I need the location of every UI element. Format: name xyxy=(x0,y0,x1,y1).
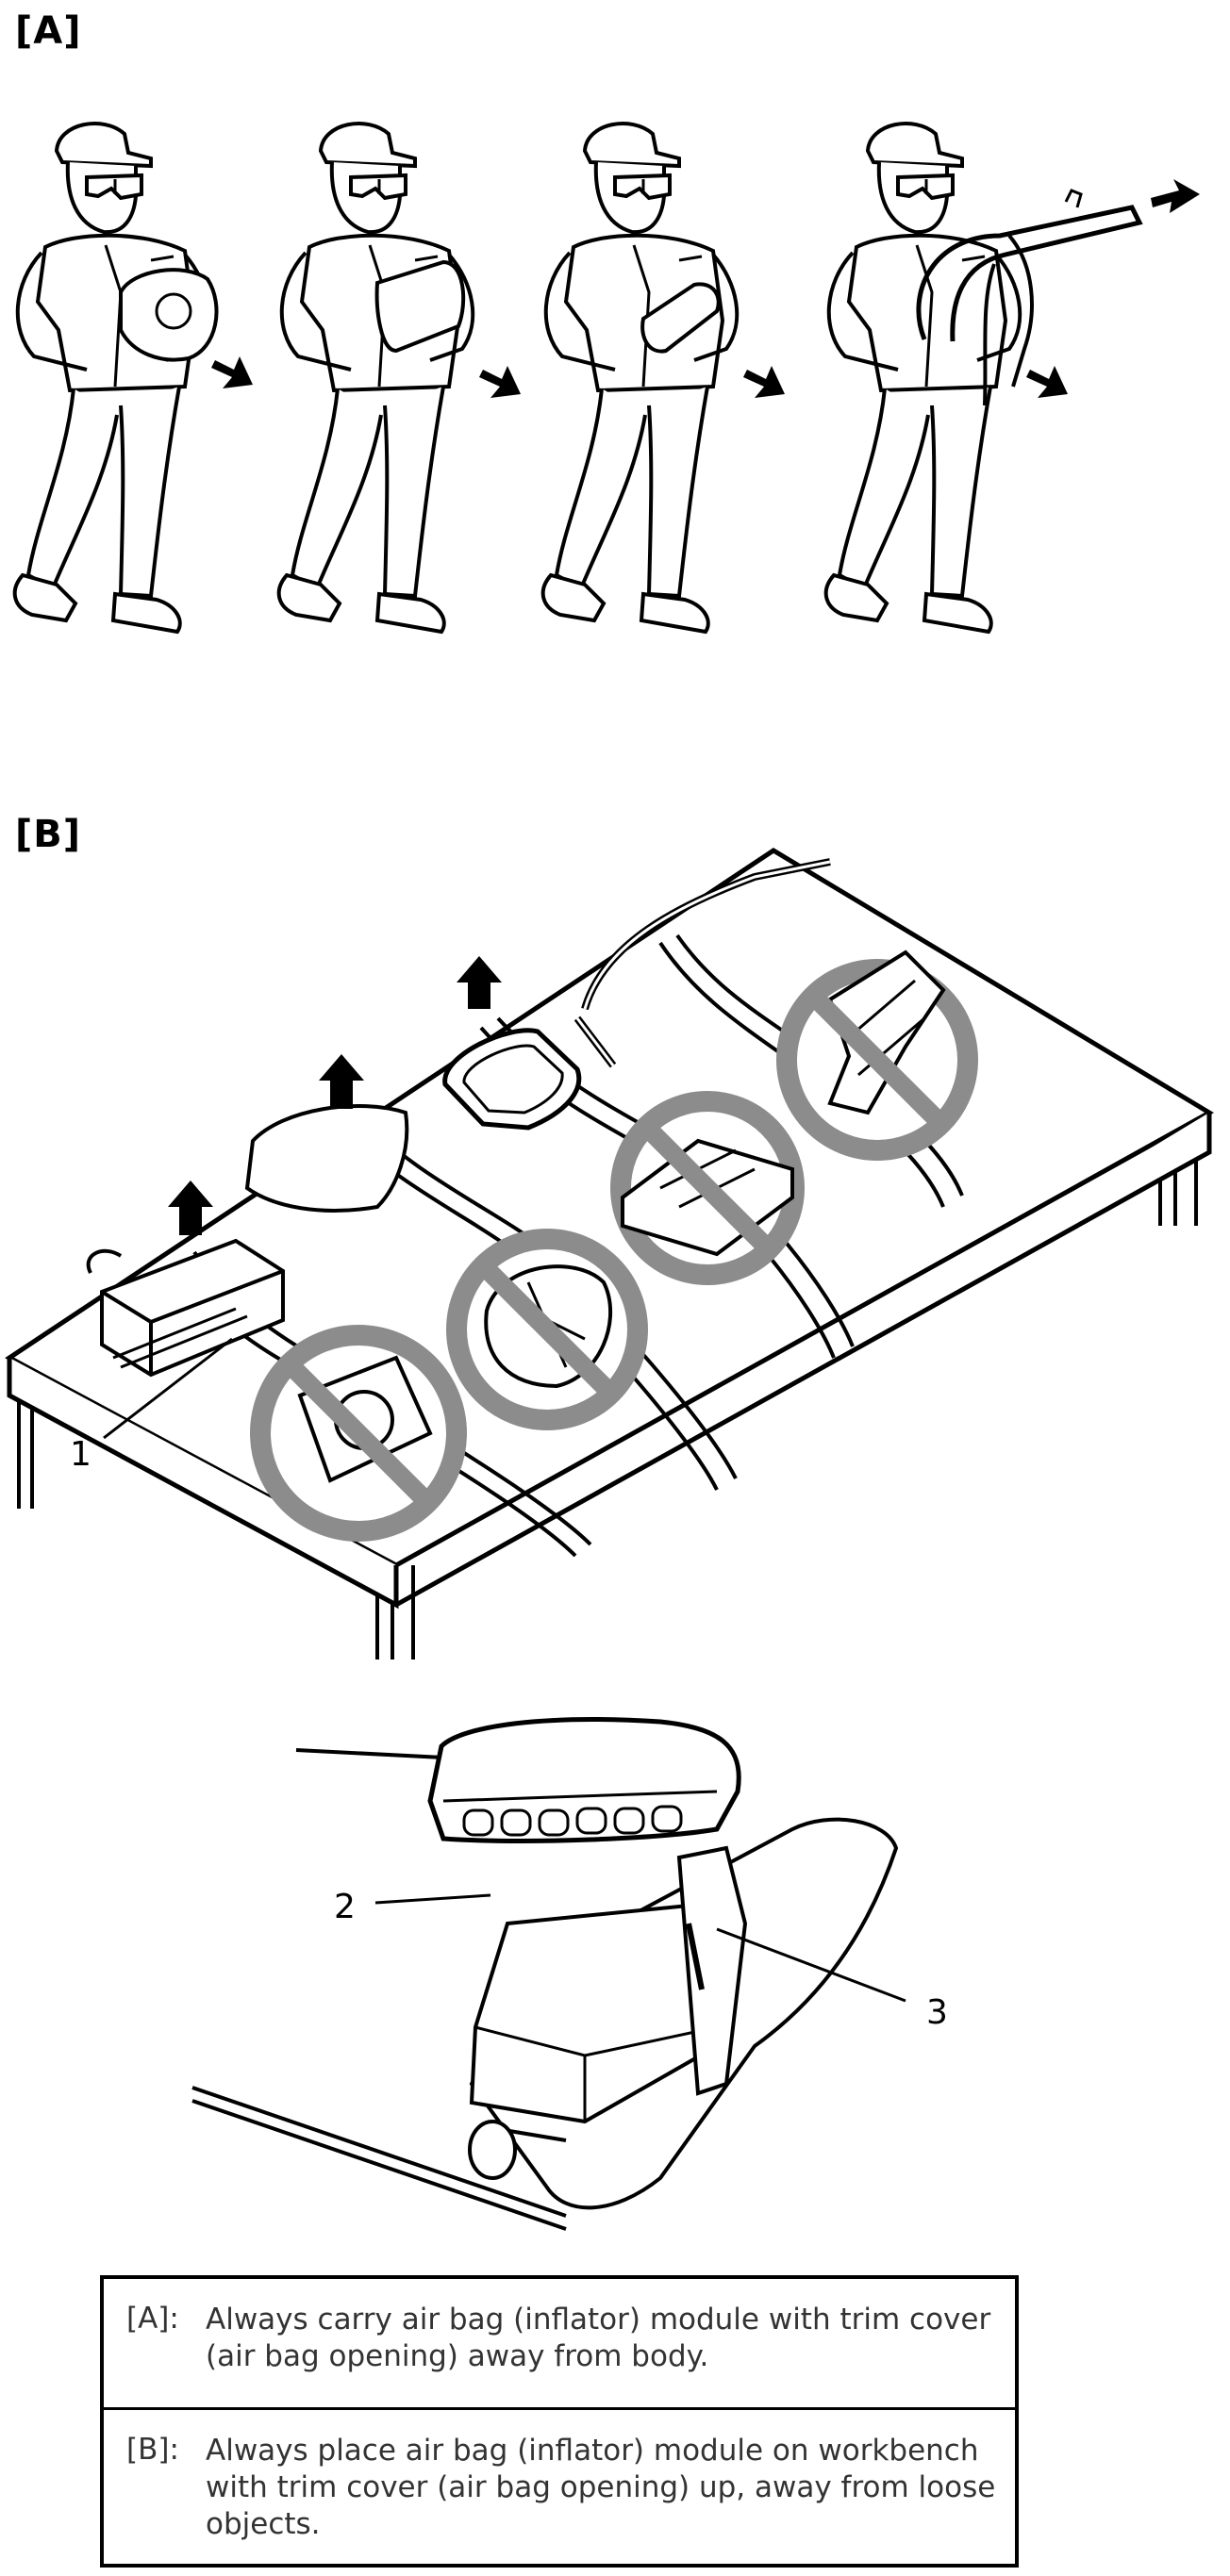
callout-2: 2 xyxy=(334,1888,356,1926)
legend-text: Always carry air bag (inflator) module w… xyxy=(206,2303,991,2373)
callout-2-leader xyxy=(374,1893,491,1905)
legend-row: [A]: Always carry air bag (inflator) mod… xyxy=(104,2279,1015,2410)
callout-1: 1 xyxy=(70,1435,91,1474)
legend-key: [B]: xyxy=(126,2433,179,2467)
prohibited-placement-4 xyxy=(776,949,978,1161)
carry-illustration xyxy=(12,121,1200,635)
workbench-illustration xyxy=(5,848,1214,1660)
prohibited-placement-1 xyxy=(250,1325,467,1542)
prohibited-placement-3 xyxy=(610,1091,805,1285)
legend-row: [B]: Always place air bag (inflator) mod… xyxy=(104,2410,1015,2568)
vise-illustration xyxy=(191,1717,906,2231)
legend-table: [A]: Always carry air bag (inflator) mod… xyxy=(100,2275,1019,2568)
legend-text: Always place air bag (inflator) module o… xyxy=(206,2434,996,2541)
legend-key: [A]: xyxy=(126,2302,179,2336)
section-label-a: [A] xyxy=(15,9,82,53)
callout-1-leader xyxy=(103,1337,233,1440)
callout-3: 3 xyxy=(926,1993,948,2032)
callout-3-leader xyxy=(716,1927,906,2003)
section-label-b: [B] xyxy=(15,813,82,856)
prohibited-placement-2 xyxy=(446,1229,648,1430)
